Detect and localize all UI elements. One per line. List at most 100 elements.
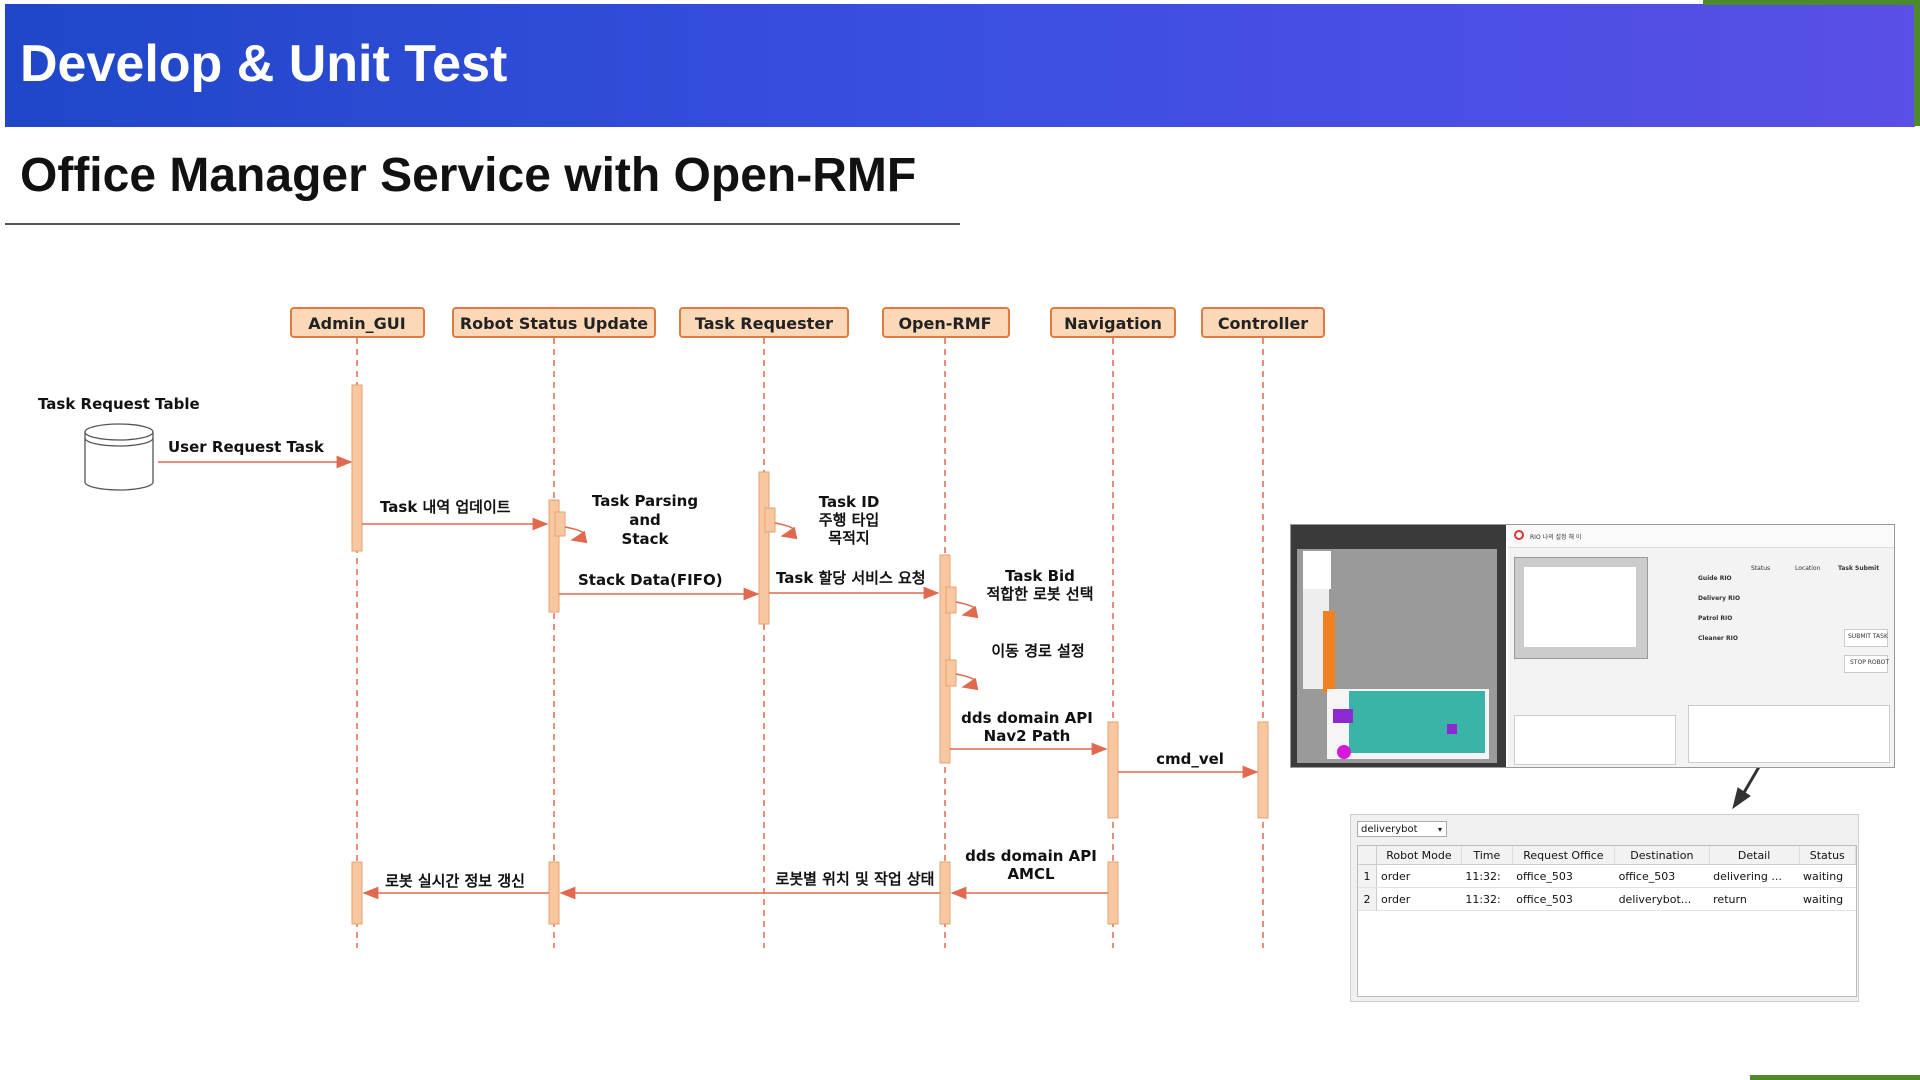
activation-open-rmf bbox=[939, 554, 951, 764]
participant-controller: Controller bbox=[1201, 307, 1325, 338]
gui-col-location: Location bbox=[1795, 565, 1821, 572]
participant-task-requester: Task Requester bbox=[679, 307, 849, 338]
msg-task-id-3: 목적지 bbox=[828, 529, 869, 547]
arrow-self-parsing bbox=[564, 526, 588, 544]
participant-navigation: Navigation bbox=[1050, 307, 1176, 338]
activation-task-requester-nested bbox=[764, 507, 776, 533]
activation-robot-status-nested bbox=[554, 511, 566, 537]
msg-parsing-3: Stack bbox=[622, 530, 670, 548]
cell-status: waiting bbox=[1799, 887, 1856, 911]
cell-robot-mode: order bbox=[1376, 864, 1462, 888]
database-label: Task Request Table bbox=[38, 395, 200, 413]
activation-controller bbox=[1257, 721, 1269, 819]
column-header[interactable]: Time bbox=[1461, 846, 1513, 865]
msg-task-bid-2: 적합한 로봇 선택 bbox=[986, 585, 1093, 603]
gui-submit-button: SUBMIT TASK bbox=[1848, 633, 1888, 640]
row-index: 1 bbox=[1358, 864, 1377, 888]
chevron-down-icon: ▾ bbox=[1437, 825, 1442, 834]
arrow-self-bid bbox=[955, 601, 979, 619]
activation-open-rmf-bid bbox=[945, 586, 957, 614]
cell-destination: deliverybot... bbox=[1614, 887, 1710, 911]
msg-assign-request: Task 할당 서비스 요청 bbox=[776, 569, 926, 587]
cell-detail: delivering ... bbox=[1709, 864, 1800, 888]
column-header[interactable]: Robot Mode bbox=[1376, 846, 1462, 865]
page-subtitle: Office Manager Service with Open-RMF bbox=[20, 149, 917, 202]
msg-task-update: Task 내역 업데이트 bbox=[380, 498, 511, 516]
robot-select-value: deliverybot bbox=[1361, 824, 1418, 835]
msg-task-id-2: 주행 타입 bbox=[819, 511, 879, 529]
gui-col-status: Status bbox=[1751, 565, 1771, 572]
msg-robot-position: 로봇별 위치 및 작업 상태 bbox=[776, 870, 935, 888]
gui-robot-cleaner: Cleaner RIO bbox=[1698, 635, 1738, 642]
cell-detail: return bbox=[1709, 887, 1800, 911]
cell-request-office: office_503 bbox=[1512, 887, 1615, 911]
table-row[interactable]: 1 order 11:32: office_503 office_503 del… bbox=[1358, 864, 1856, 888]
msg-path-set: 이동 경로 설정 bbox=[991, 642, 1084, 660]
msg-cmd-vel: cmd_vel bbox=[1156, 750, 1224, 768]
robot-select[interactable]: deliverybot ▾ bbox=[1357, 821, 1447, 837]
msg-task-id-1: Task ID bbox=[819, 493, 880, 511]
msg-dds-amcl-1: dds domain API bbox=[965, 847, 1097, 865]
accent-bar-bottom bbox=[1750, 1075, 1920, 1080]
msg-task-bid-1: Task Bid bbox=[1005, 567, 1075, 585]
gui-robot-patrol: Patrol RIO bbox=[1698, 615, 1733, 622]
msg-parsing-2: and bbox=[629, 511, 661, 529]
gui-stop-button: STOP ROBOT bbox=[1850, 659, 1890, 666]
arrow-self-task-id bbox=[774, 522, 798, 540]
cell-status: waiting bbox=[1799, 864, 1856, 888]
app-screenshot: RIO 나의 설정 해 이 Status Location Task Submi… bbox=[1290, 524, 1895, 768]
gui-title: RIO 나의 설정 해 이 bbox=[1530, 534, 1582, 541]
activation-robot-status bbox=[548, 499, 560, 613]
column-header[interactable]: Destination bbox=[1614, 846, 1710, 865]
msg-stack-data: Stack Data(FIFO) bbox=[578, 571, 723, 589]
participant-label: Navigation bbox=[1064, 314, 1162, 333]
accent-bar-right bbox=[1914, 0, 1920, 126]
accent-bar-top bbox=[1703, 0, 1920, 5]
msg-dds-nav-1: dds domain API bbox=[961, 709, 1093, 727]
gui-robot-guide: Guide RIO bbox=[1698, 575, 1732, 582]
cell-time: 11:32: bbox=[1461, 887, 1513, 911]
participant-open-rmf: Open-RMF bbox=[882, 307, 1010, 338]
msg-parsing-1: Task Parsing bbox=[592, 492, 698, 510]
cell-destination: office_503 bbox=[1614, 864, 1710, 888]
task-table: Robot Mode Time Request Office Destinati… bbox=[1357, 845, 1857, 997]
msg-robot-realtime: 로봇 실시간 정보 갱신 bbox=[385, 872, 525, 890]
table-row[interactable]: 2 order 11:32: office_503 deliverybot...… bbox=[1358, 887, 1856, 911]
participant-label: Open-RMF bbox=[898, 314, 991, 333]
msg-dds-nav-2: Nav2 Path bbox=[984, 727, 1071, 745]
cell-request-office: office_503 bbox=[1512, 864, 1615, 888]
activation-task-requester bbox=[758, 471, 770, 625]
participant-label: Controller bbox=[1218, 314, 1308, 333]
arrow-self-path bbox=[955, 673, 979, 691]
row-index: 2 bbox=[1358, 887, 1377, 911]
activation-navigation-late bbox=[1107, 861, 1119, 925]
participant-label: Admin_GUI bbox=[308, 314, 405, 333]
participant-label: Task Requester bbox=[695, 314, 833, 333]
activation-open-rmf-late bbox=[939, 861, 951, 925]
activation-admin-gui bbox=[351, 384, 363, 552]
table-header-row: Robot Mode Time Request Office Destinati… bbox=[1358, 846, 1857, 865]
activation-admin-gui-late bbox=[351, 861, 363, 925]
table-corner bbox=[1358, 846, 1377, 865]
app-logo-icon bbox=[1514, 530, 1524, 540]
cell-robot-mode: order bbox=[1376, 887, 1462, 911]
task-table-panel: deliverybot ▾ Robot Mode Time Request Of… bbox=[1350, 814, 1859, 1002]
msg-user-request: User Request Task bbox=[168, 438, 325, 456]
column-header[interactable]: Detail bbox=[1709, 846, 1800, 865]
participant-label: Robot Status Update bbox=[460, 314, 648, 333]
activation-navigation bbox=[1107, 721, 1119, 819]
participant-admin-gui: Admin_GUI bbox=[290, 307, 425, 338]
column-header[interactable]: Status bbox=[1799, 846, 1857, 865]
activation-robot-status-late bbox=[548, 861, 560, 925]
column-header[interactable]: Request Office bbox=[1512, 846, 1616, 865]
participant-robot-status-update: Robot Status Update bbox=[452, 307, 656, 338]
map-view bbox=[1291, 525, 1506, 767]
cell-time: 11:32: bbox=[1461, 864, 1513, 888]
gui-col-task-submit: Task Submit bbox=[1838, 565, 1880, 572]
gui-robot-delivery: Delivery RIO bbox=[1698, 595, 1741, 602]
banner-title: Develop & Unit Test bbox=[20, 35, 508, 93]
subtitle-underline bbox=[5, 223, 960, 225]
activation-open-rmf-path bbox=[945, 659, 957, 687]
title-banner: Develop & Unit Test bbox=[5, 4, 1915, 127]
